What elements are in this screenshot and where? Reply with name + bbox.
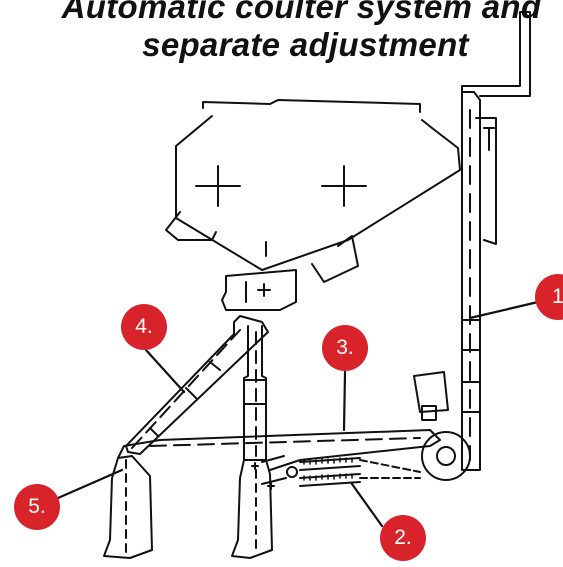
seed-tube-left (125, 315, 269, 455)
seed-hopper (165, 99, 461, 283)
title-line-2: separate adjustment (142, 26, 469, 63)
coulter-drawbar (117, 429, 441, 471)
tube-left-ticks (149, 361, 221, 437)
metering-unit (221, 269, 297, 311)
coulter-middle (231, 459, 273, 559)
hopper-right-foot (311, 235, 359, 283)
diagram-title: Automatic coulter system and separate ad… (0, 0, 563, 64)
frame-top-bar (461, 11, 531, 97)
leader-4 (144, 348, 186, 394)
metering-box (221, 269, 297, 311)
depth-roller (421, 431, 471, 481)
callout-5: 5. (14, 484, 60, 530)
callout-2: 2. (380, 515, 426, 561)
hopper-lid (202, 99, 421, 113)
main-frame (413, 11, 531, 481)
seed-tube-middle (243, 325, 267, 461)
adjuster-knob (421, 405, 437, 421)
frame-bracket (475, 117, 497, 245)
leader-5 (56, 468, 124, 500)
leader-1 (468, 300, 540, 320)
pressure-springs (251, 455, 421, 490)
hopper-mark-right (321, 165, 367, 207)
callout-3: 3. (322, 325, 368, 371)
leader-3 (342, 370, 347, 432)
metering-detail (245, 281, 271, 303)
leader-2 (350, 482, 384, 528)
hopper-left-foot (165, 211, 217, 241)
title-line-1: Automatic coulter system and (61, 0, 542, 25)
callout-4: 4. (121, 304, 167, 350)
coulter-left (103, 455, 153, 559)
depth-roller-hub (436, 446, 456, 466)
spring-pivot (286, 466, 298, 478)
hopper-mark-left (195, 165, 241, 207)
callout-leaders (56, 300, 540, 528)
frame-post (461, 91, 481, 471)
adjuster-box (413, 371, 449, 413)
